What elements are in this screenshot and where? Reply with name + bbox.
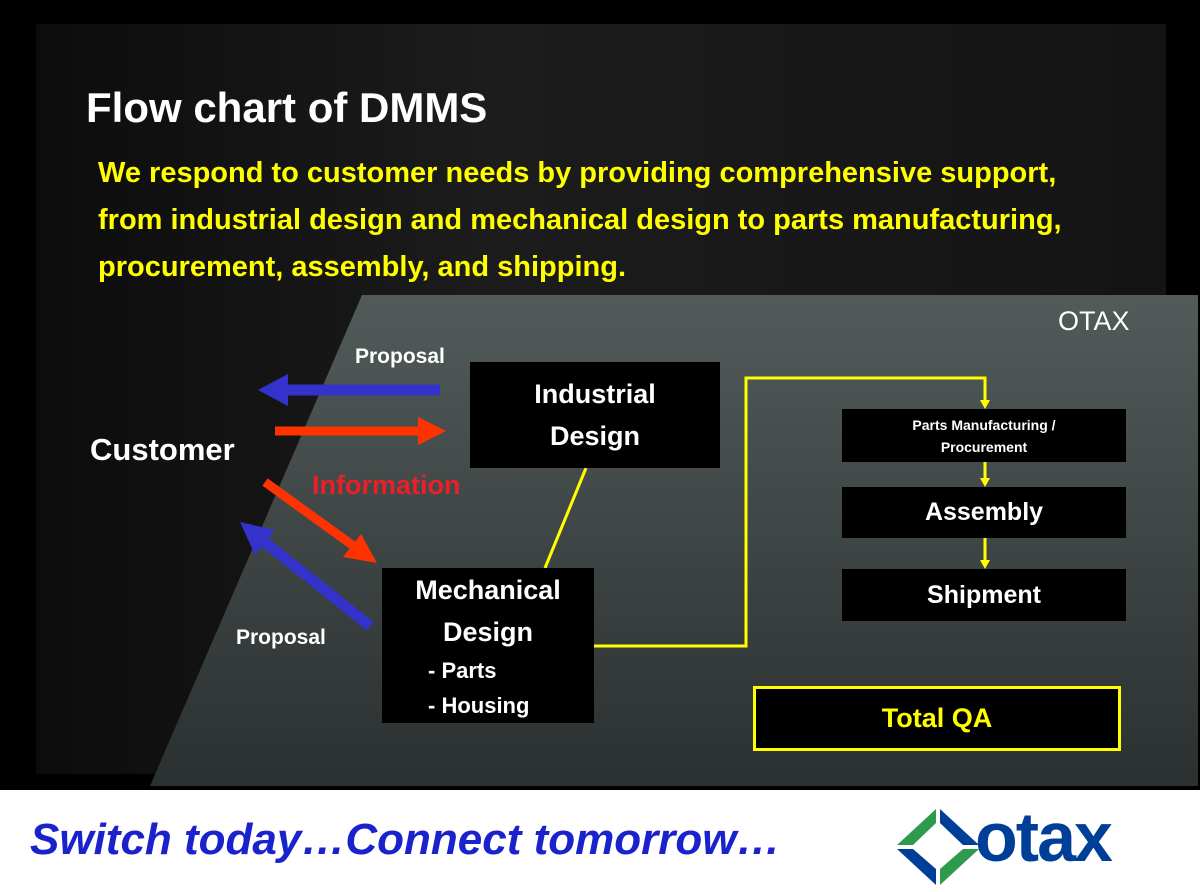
parts-manufacturing-box: Parts Manufacturing / Procurement [842, 409, 1126, 462]
logo-text: otax [975, 798, 1113, 876]
logo-mark-icon [897, 809, 979, 885]
box-text: Design [442, 616, 534, 647]
subtitle-line: procurement, assembly, and shipping. [98, 251, 627, 283]
shipment-box: Shipment [842, 569, 1126, 621]
customer-label: Customer [90, 432, 235, 467]
brand-label: OTAX [1058, 306, 1130, 336]
subtitle-line: We respond to customer needs by providin… [98, 157, 1057, 189]
box-text: Mechanical [415, 574, 561, 605]
box-text: Design [549, 421, 641, 451]
connector-line [543, 376, 987, 648]
otax-logo: otax [893, 798, 1153, 885]
industrial-design-box: Industrial Design [470, 362, 720, 468]
list-item: - Housing [428, 692, 530, 718]
information-label: Information [312, 470, 461, 500]
total-qa-box: Total QA [753, 686, 1121, 751]
proposal-arrow-diagonal [240, 522, 374, 631]
slide: Flow chart of DMMS We respond to custome… [0, 0, 1200, 790]
list-item: - Parts [428, 657, 497, 683]
footer-tagline: Switch today…Connect tomorrow… [30, 815, 781, 864]
subtitle-line: from industrial design and mechanical de… [98, 204, 1062, 236]
page-title: Flow chart of DMMS [86, 84, 488, 131]
subtitle: We respond to customer needs by providin… [98, 150, 1062, 291]
box-text: Industrial [534, 379, 656, 409]
information-arrow-diagonal [262, 478, 377, 563]
proposal-arrow-top [258, 374, 440, 406]
box-text: Parts Manufacturing / [912, 416, 1056, 433]
proposal-label-bottom: Proposal [236, 626, 326, 649]
assembly-box: Assembly [842, 487, 1126, 538]
box-text: Procurement [940, 438, 1028, 455]
connector-arrowheads [980, 400, 990, 569]
proposal-label-top: Proposal [355, 345, 445, 368]
information-arrow-top [275, 417, 446, 445]
mechanical-design-box: Mechanical Design - Parts - Housing [382, 568, 594, 723]
